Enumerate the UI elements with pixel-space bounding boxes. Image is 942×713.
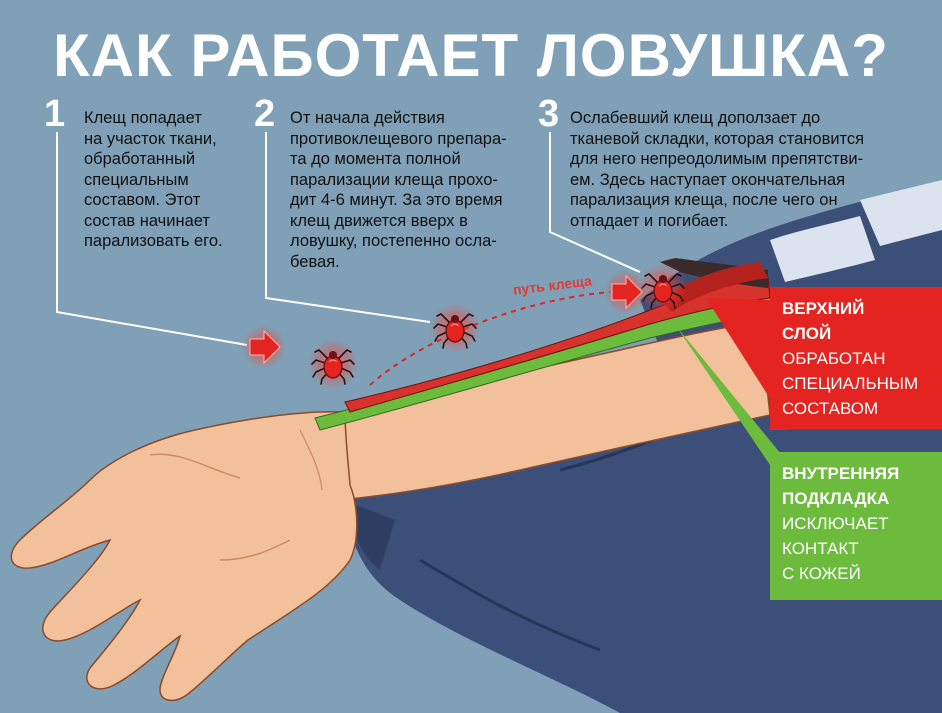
- tick-icon: [429, 302, 481, 354]
- leader-lines: [56, 132, 641, 346]
- red-callout-pointer: [706, 298, 790, 430]
- leader-line-step-3: [549, 132, 641, 273]
- page-title: КАК РАБОТАЕТ ЛОВУШКА?: [53, 22, 889, 89]
- hand-illustration: [10, 321, 771, 702]
- green-callout-pointer: [676, 326, 790, 470]
- tick-icon: [307, 338, 359, 390]
- step-2-text: От начала действия противоклещевого преп…: [290, 109, 507, 271]
- leader-line-step-1: [56, 132, 248, 346]
- inner-lining-body: ИСКЛЮЧАЕТ КОНТАКТ С КОЖЕЙ: [782, 514, 889, 583]
- top-layer-body: ОБРАБОТАН СПЕЦИАЛЬНЫМ СОСТАВОМ: [782, 349, 919, 418]
- leader-line-step-2: [265, 132, 431, 323]
- top-layer-callout: ВЕРХНИЙ СЛОЙ ОБРАБОТАН СПЕЦИАЛЬНЫМ СОСТА…: [770, 287, 942, 429]
- step-1-text: Клещ попадает на участок ткани, обработа…: [84, 109, 223, 250]
- step-3-number: 3: [538, 93, 560, 135]
- inner-lining-title: ВНУТРЕННЯЯ ПОДКЛАДКА: [782, 464, 900, 508]
- arrow-icon: [603, 269, 649, 315]
- arrow-icon: [241, 324, 287, 370]
- step-1-number: 1: [44, 93, 66, 135]
- step-3-text: Ослабевший клещ доползает до тканевой ск…: [570, 109, 865, 230]
- step-2-number: 2: [254, 93, 276, 135]
- top-layer-title: ВЕРХНИЙ СЛОЙ: [782, 299, 865, 343]
- inner-lining-callout: ВНУТРЕННЯЯ ПОДКЛАДКА ИСКЛЮЧАЕТ КОНТАКТ С…: [770, 452, 942, 600]
